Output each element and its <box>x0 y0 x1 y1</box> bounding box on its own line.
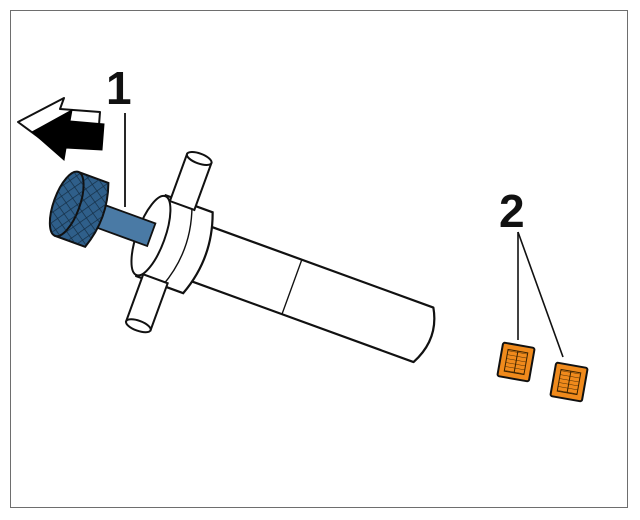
callout-1-label: 1 <box>106 62 132 114</box>
arrow-left-icon <box>17 97 105 161</box>
spring-pad-left <box>496 341 536 383</box>
filter-body <box>48 151 436 364</box>
callout-2-label: 2 <box>499 185 525 237</box>
diagram-frame <box>10 10 628 508</box>
knurled-knob <box>48 170 110 248</box>
callout-2-leaders <box>517 231 564 358</box>
spring-pad-right <box>549 361 589 403</box>
